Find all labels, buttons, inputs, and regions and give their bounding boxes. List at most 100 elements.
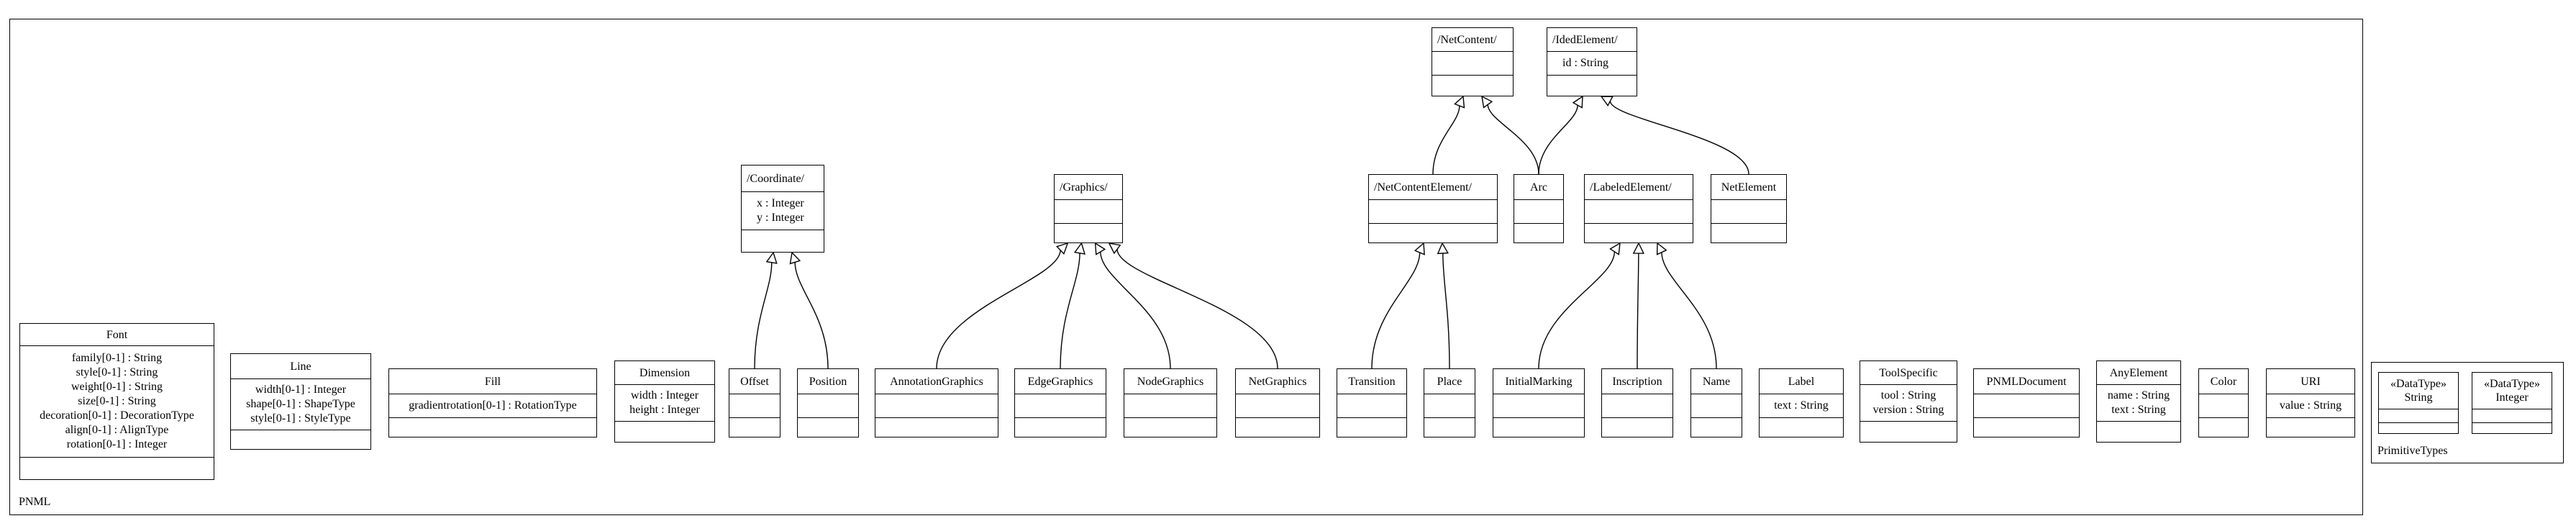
- class-attribute: shape[0-1] : ShapeType: [246, 398, 355, 410]
- class-label[interactable]: Label text : String: [1759, 368, 1844, 437]
- class-color[interactable]: Color: [2198, 368, 2249, 437]
- class-name-label: Name: [1702, 375, 1731, 388]
- generalization-line: [1371, 252, 1421, 369]
- package-primitive-types-label: PrimitiveTypes: [2377, 445, 2448, 457]
- class-attribute: weight[0-1] : String: [70, 381, 163, 393]
- class-dimension[interactable]: Dimension width : Integer height : Integ…: [614, 361, 715, 443]
- generalization-arrowhead: [1437, 242, 1449, 255]
- class-name: /NetContent/: [1437, 33, 1497, 46]
- class-attribute: value : String: [2279, 399, 2342, 412]
- class-name: InitialMarking: [1505, 375, 1573, 388]
- class-any-element[interactable]: AnyElement name : String text : String: [2096, 361, 2181, 443]
- class-net-content-element[interactable]: /NetContentElement/: [1368, 174, 1498, 243]
- class-annotation-graphics[interactable]: AnnotationGraphics: [875, 368, 998, 437]
- generalization-arrowhead: [1600, 96, 1614, 107]
- class-attribute: name : String: [2107, 389, 2170, 402]
- class-net-element[interactable]: NetElement: [1711, 174, 1787, 243]
- class-name: AnyElement: [2109, 366, 2168, 379]
- package-primitive-types: [2371, 362, 2564, 463]
- generalization-arrowhead: [1414, 242, 1425, 255]
- generalization-line: [1487, 104, 1539, 175]
- class-name: Offset: [740, 375, 769, 388]
- class-name: /Graphics/: [1060, 181, 1108, 194]
- class-offset[interactable]: Offset: [729, 368, 780, 437]
- class-name: Label: [1788, 375, 1815, 388]
- class-node-graphics[interactable]: NodeGraphics: [1124, 368, 1217, 437]
- class-name: URI: [2300, 375, 2321, 388]
- class-name: ToolSpecific: [1879, 366, 1938, 379]
- datatype-integer[interactable]: «DataType» Integer: [2472, 372, 2552, 434]
- class-net-graphics[interactable]: NetGraphics: [1235, 368, 1320, 437]
- class-name: String: [2404, 391, 2433, 404]
- package-pnml: [9, 19, 2363, 515]
- class-name[interactable]: Name: [1690, 368, 1742, 437]
- class-uri[interactable]: URI value : String: [2266, 368, 2355, 437]
- class-transition[interactable]: Transition: [1337, 368, 1407, 437]
- datatype-string[interactable]: «DataType» String: [2378, 372, 2459, 434]
- generalization-line: [754, 262, 773, 369]
- class-line[interactable]: Line width[0-1] : Integer shape[0-1] : S…: [230, 353, 371, 450]
- class-edge-graphics[interactable]: EdgeGraphics: [1014, 368, 1106, 437]
- generalization-line: [794, 262, 829, 369]
- generalization-arrowhead: [1609, 242, 1621, 255]
- class-arc[interactable]: Arc: [1514, 174, 1564, 243]
- generalization-arrowhead: [1481, 95, 1493, 109]
- class-name: Position: [809, 375, 847, 388]
- class-name: /IdedElement/: [1552, 33, 1618, 46]
- class-net-content[interactable]: /NetContent/: [1432, 27, 1514, 96]
- generalization-line: [936, 250, 1061, 369]
- class-name: NodeGraphics: [1137, 375, 1204, 388]
- class-ided-element[interactable]: /IdedElement/ id : String: [1547, 27, 1637, 96]
- class-name: Font: [106, 328, 128, 341]
- generalization-arrowhead: [1108, 242, 1121, 255]
- generalization-line: [1442, 253, 1450, 369]
- class-place[interactable]: Place: [1424, 368, 1475, 437]
- generalization-arrowhead: [1632, 242, 1644, 254]
- class-graphics[interactable]: /Graphics/: [1054, 174, 1123, 243]
- generalization-line: [1661, 252, 1717, 369]
- class-name: NetGraphics: [1248, 375, 1307, 388]
- class-initial-marking[interactable]: InitialMarking: [1493, 368, 1585, 437]
- class-name: Inscription: [1612, 375, 1662, 388]
- generalization-line: [1538, 251, 1616, 369]
- class-attribute: align[0-1] : AlignType: [65, 424, 169, 436]
- generalization-arrowhead: [1094, 242, 1106, 255]
- class-attribute: x : Integer: [757, 197, 804, 209]
- class-labeled-element[interactable]: /LabeledElement/: [1584, 174, 1693, 243]
- class-attribute: size[0-1] : String: [78, 395, 156, 407]
- class-name: EdgeGraphics: [1027, 375, 1093, 388]
- class-position[interactable]: Position: [797, 368, 859, 437]
- generalization-arrowhead: [1454, 95, 1465, 109]
- class-tool-specific[interactable]: ToolSpecific tool : String version : Str…: [1860, 361, 1957, 443]
- class-attribute: text : String: [1774, 399, 1829, 412]
- generalization-arrowhead: [1073, 242, 1086, 255]
- class-font[interactable]: Font family[0-1] : String style[0-1] : S…: [19, 323, 214, 480]
- generalization-line: [1100, 252, 1171, 369]
- class-attribute: style[0-1] : String: [76, 366, 158, 378]
- package-pnml-label: PNML: [19, 496, 51, 508]
- stereotype-label: «DataType»: [2390, 378, 2447, 390]
- class-name: /Coordinate/: [747, 172, 804, 185]
- class-pnml-document[interactable]: PNMLDocument: [1973, 368, 2080, 437]
- generalization-arrowhead: [765, 251, 778, 264]
- class-name: /LabeledElement/: [1590, 181, 1672, 194]
- class-name: Transition: [1348, 375, 1396, 388]
- class-name: Place: [1437, 375, 1462, 388]
- generalization-line: [1432, 106, 1460, 175]
- class-attribute: tool : String: [1880, 389, 1936, 402]
- class-inscription[interactable]: Inscription: [1601, 368, 1673, 437]
- class-attribute: width[0-1] : Integer: [255, 384, 347, 396]
- class-attribute: style[0-1] : StyleType: [250, 412, 351, 425]
- class-name: Arc: [1530, 181, 1547, 194]
- class-fill[interactable]: Fill gradientrotation[0-1] : RotationTyp…: [388, 368, 597, 437]
- generalization-line: [1637, 253, 1639, 369]
- generalization-arrowhead: [1572, 95, 1583, 109]
- class-name: /NetContentElement/: [1374, 181, 1472, 194]
- generalization-arrowhead: [789, 251, 801, 265]
- class-attribute: decoration[0-1] : DecorationType: [40, 409, 194, 422]
- generalization-arrowhead: [1055, 242, 1069, 255]
- generalization-line: [1538, 105, 1578, 175]
- generalization-arrowhead: [1656, 242, 1667, 255]
